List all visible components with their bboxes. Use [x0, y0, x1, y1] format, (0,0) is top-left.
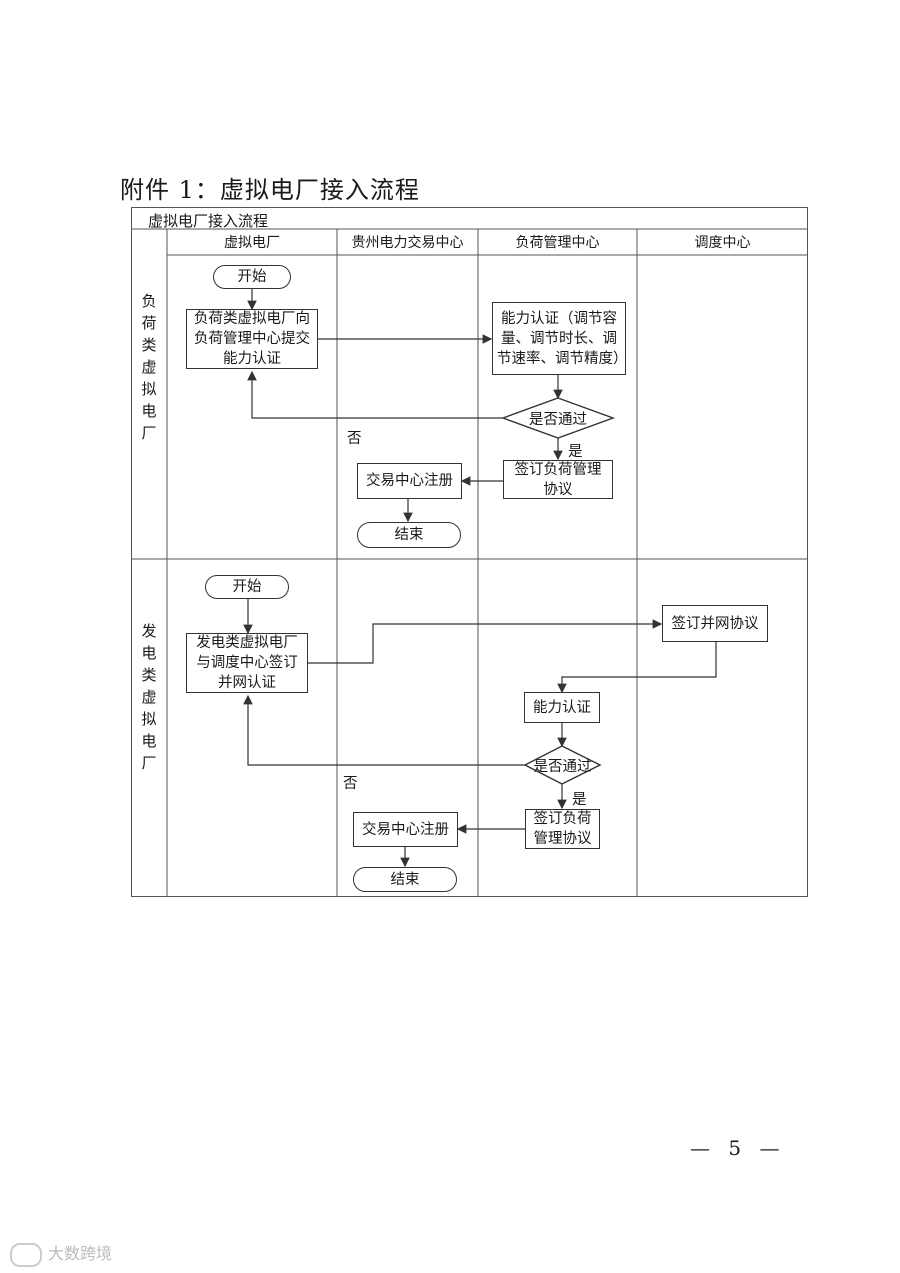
- load-end-node: 结束: [357, 522, 461, 548]
- load-register-node: 交易中心注册: [357, 463, 462, 499]
- gen-decision-label: 是否通过: [533, 759, 592, 775]
- page-number: — 5 —: [690, 1136, 786, 1160]
- column-header-vpp: 虚拟电厂: [224, 235, 280, 251]
- flowchart-frame: [131, 207, 808, 897]
- document-title: 附件 1：虚拟电厂接入流程: [120, 176, 420, 204]
- gen-no-label: 否: [343, 776, 358, 792]
- gen-end-node: 结束: [353, 867, 457, 892]
- watermark: 大数跨境: [10, 1240, 112, 1267]
- load-start-node: 开始: [213, 265, 291, 289]
- gen-yes-label: 是: [572, 792, 587, 808]
- load-certify-node: 能力认证（调节容量、调节时长、调节速率、调节精度）: [492, 302, 628, 375]
- gen-sign-node: 签订负荷管理协议: [525, 809, 600, 849]
- load-decision-label: 是否通过: [529, 412, 587, 428]
- watermark-text: 大数跨境: [48, 1244, 113, 1263]
- gen-start-node: 开始: [205, 575, 289, 599]
- load-decision-diamond: [500, 397, 616, 439]
- row-label-load: 负荷类虚拟电厂: [141, 292, 157, 442]
- flowchart-title: 虚拟电厂接入流程: [148, 212, 269, 230]
- gen-grid-node: 签订并网协议: [662, 605, 768, 642]
- load-submit-node: 负荷类虚拟电厂向负荷管理中心提交能力认证: [186, 309, 318, 369]
- load-sign-node: 签订负荷管理协议: [503, 460, 613, 499]
- column-header-load-management: 负荷管理中心: [515, 235, 600, 251]
- load-yes-label: 是: [568, 444, 583, 460]
- row-label-gen: 发电类虚拟电厂: [141, 622, 157, 772]
- load-no-label: 否: [347, 431, 362, 447]
- column-header-dispatch: 调度中心: [694, 235, 751, 251]
- column-header-trading-center: 贵州电力交易中心: [351, 235, 464, 251]
- gen-register-node: 交易中心注册: [353, 812, 458, 847]
- gen-certify-node: 能力认证: [524, 692, 600, 723]
- gen-submit-node: 发电类虚拟电厂与调度中心签订并网认证: [186, 633, 308, 693]
- watermark-logo-icon: [10, 1242, 42, 1267]
- gen-decision-diamond: [523, 745, 602, 785]
